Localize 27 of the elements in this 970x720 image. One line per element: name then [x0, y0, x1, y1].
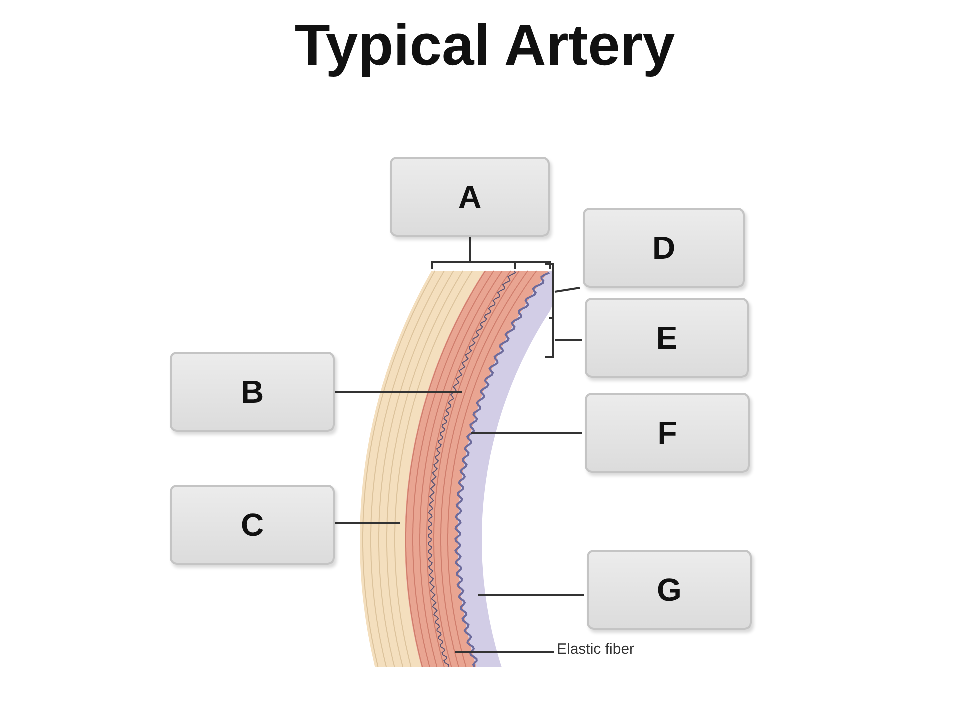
- leader-line: [335, 391, 462, 393]
- leader-line: [555, 339, 582, 341]
- label-box: [170, 352, 335, 432]
- title: Typical Artery: [294, 13, 676, 78]
- label-box: [585, 298, 749, 378]
- label-letter: C: [240, 506, 264, 544]
- label-letter: A: [458, 178, 482, 216]
- leader-line: [455, 651, 554, 653]
- label-box: [170, 485, 335, 565]
- leader-line: [554, 287, 580, 293]
- leader-line: [471, 432, 582, 434]
- label-letter: F: [658, 414, 678, 452]
- label-box: [587, 550, 752, 630]
- label-box: [585, 393, 750, 473]
- part-label: Elastic fiber: [557, 641, 635, 658]
- bracket: [545, 263, 554, 319]
- bracket: [545, 317, 554, 358]
- label-letter: D: [652, 230, 676, 266]
- label-letter: B: [240, 374, 264, 410]
- label-letter: E: [656, 320, 678, 356]
- leader-line: [335, 522, 400, 524]
- label-box: [583, 208, 745, 288]
- leader-line: [478, 594, 584, 596]
- label-letter: G: [657, 572, 682, 608]
- leader-line: [469, 237, 471, 262]
- bracket: [431, 261, 551, 270]
- label-box: [390, 157, 550, 237]
